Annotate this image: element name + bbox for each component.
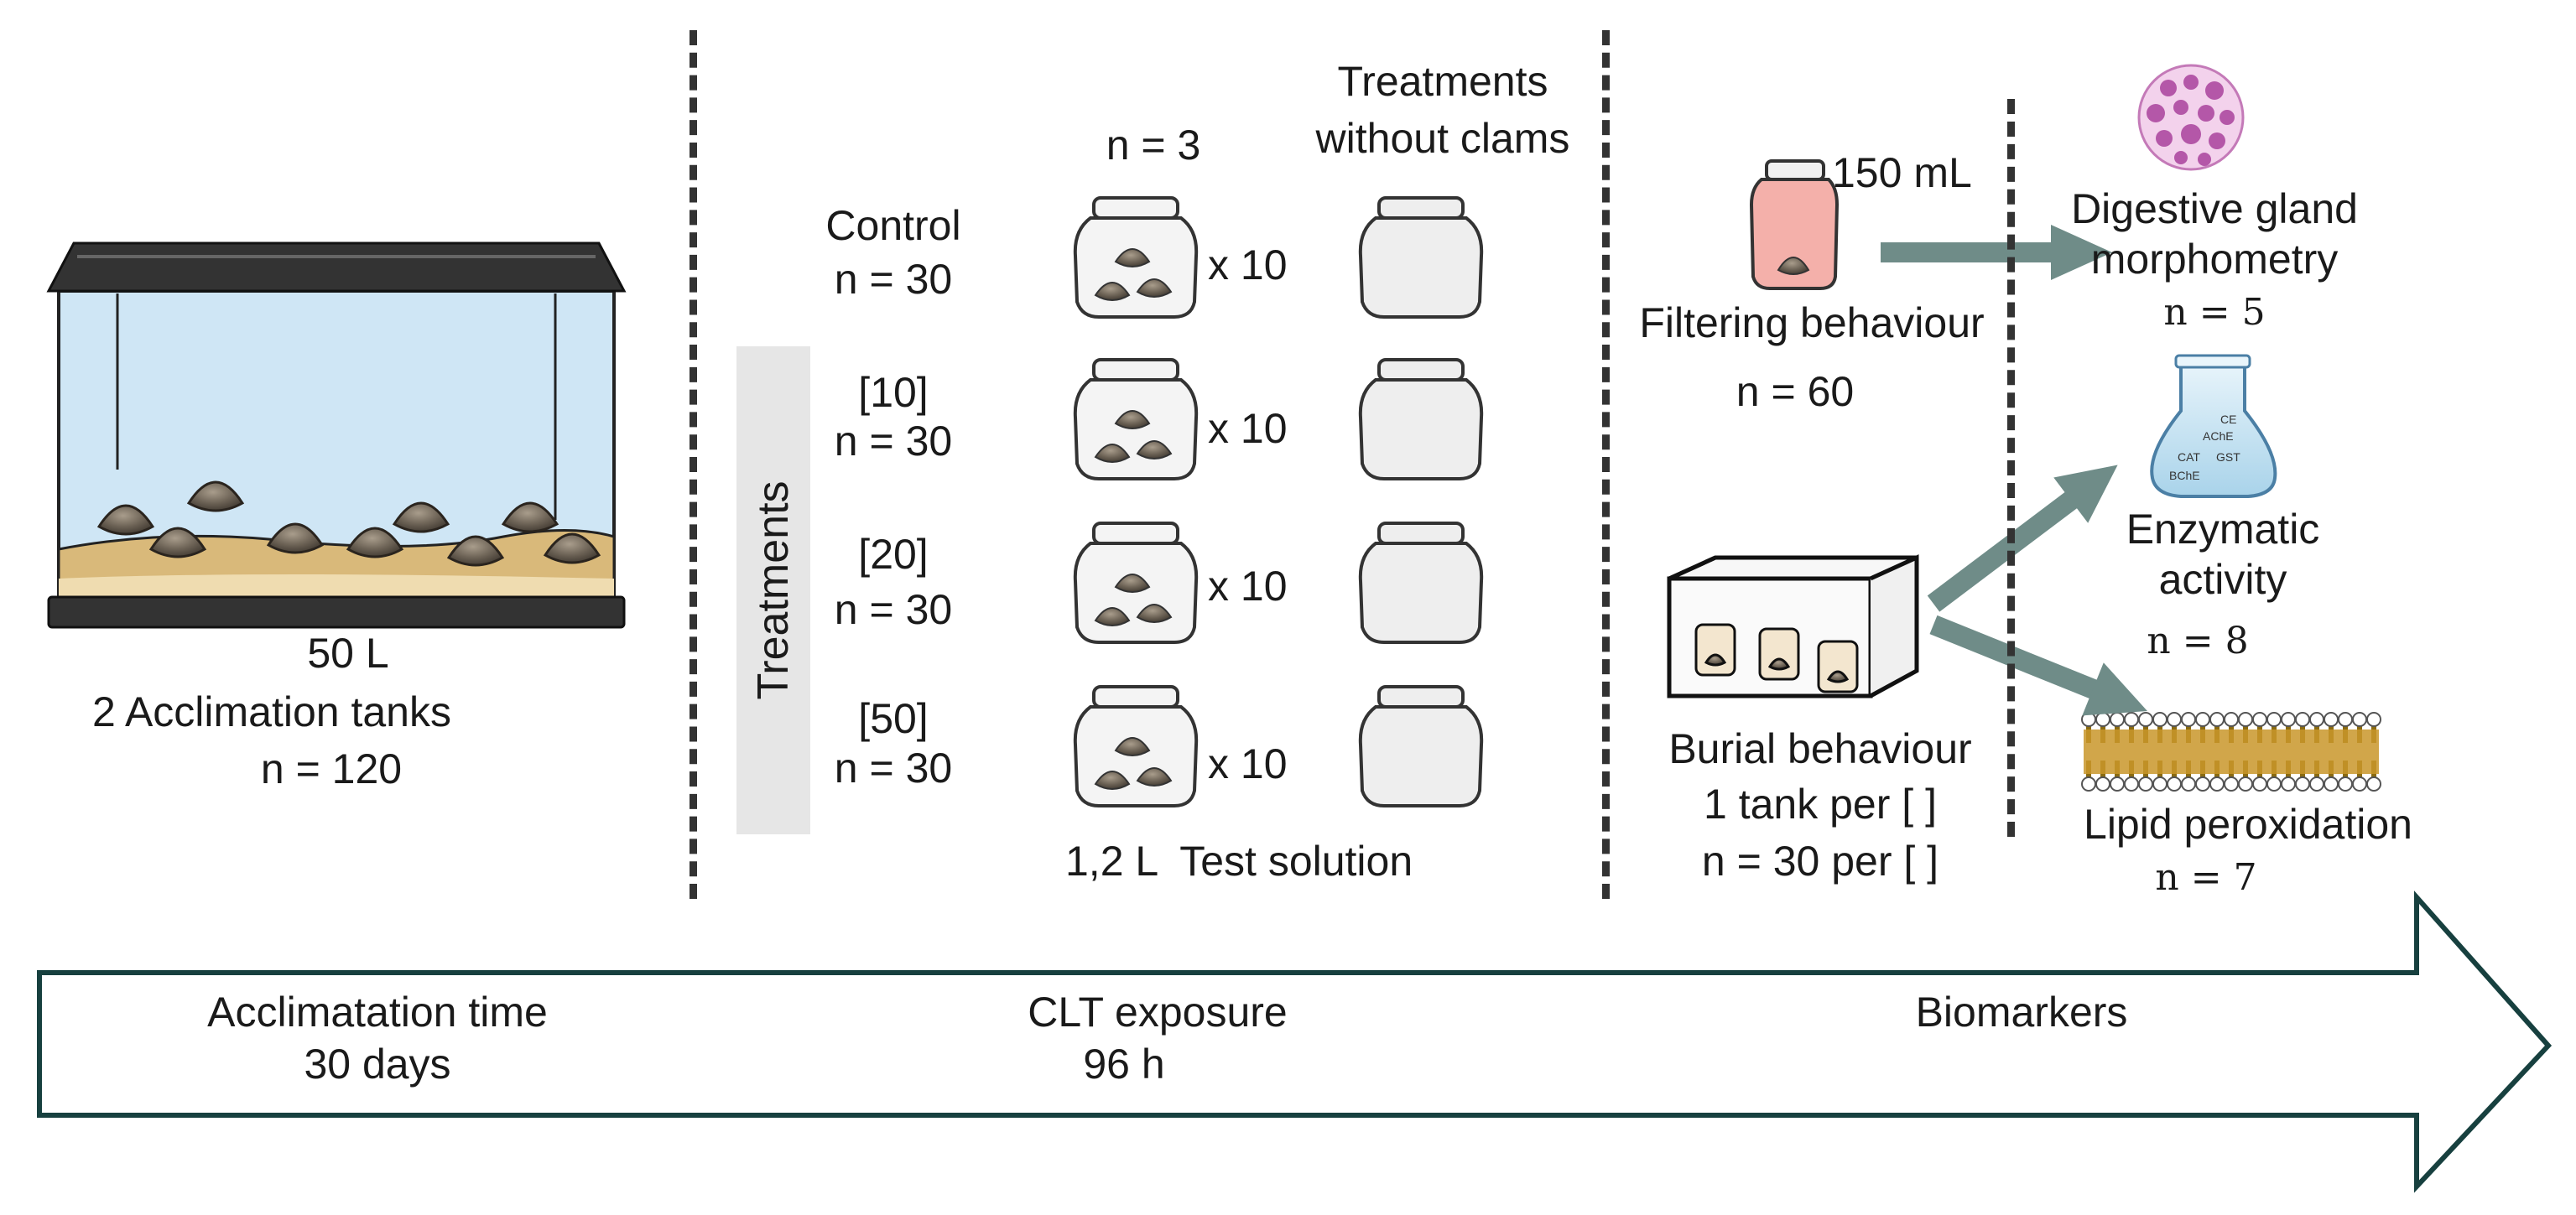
enzyme-label-4: GST	[2216, 450, 2240, 464]
row-n-control: n = 30	[834, 256, 953, 303]
burial-n: n = 30 per [ ]	[1701, 838, 1939, 885]
phase-exposure-1: CLT exposure	[1028, 989, 1288, 1036]
filtering-label: Filtering behaviour	[1639, 299, 1985, 346]
digestive-label-2: morphometry	[2090, 236, 2339, 283]
row-n-20: n = 30	[834, 586, 953, 633]
jars-with-clams	[1073, 196, 1199, 807]
digestive-gland-histology-icon	[2137, 64, 2245, 171]
enzyme-flask-icon: CE AChE CAT GST BChE	[2150, 354, 2277, 498]
enzyme-label-5: BChE	[2169, 469, 2200, 482]
enzymatic-label-1: Enzymatic	[2126, 506, 2320, 553]
divider-2	[1602, 30, 1610, 899]
row-label-control: Control	[825, 202, 961, 249]
row-label-20: [20]	[858, 531, 929, 578]
acclimation-n: n = 120	[260, 745, 403, 792]
digestive-label-1: Digestive gland	[2071, 185, 2358, 232]
enzymatic-label-2: activity	[2158, 556, 2287, 603]
row-label-50: [50]	[858, 695, 929, 742]
lipid-label: Lipid peroxidation	[2084, 801, 2412, 848]
phase-acclimation-2: 30 days	[304, 1041, 451, 1088]
beaker-volume: 150 mL	[1832, 149, 1972, 196]
burial-label-1: Burial behaviour	[1668, 725, 1972, 772]
filtering-n: n = 60	[1736, 368, 1855, 415]
enzyme-label-3: CAT	[2178, 450, 2200, 464]
lipid-membrane-icon	[2081, 712, 2381, 792]
phase-biomarkers: Biomarkers	[1915, 989, 2128, 1036]
arrow-to-digestive	[1881, 225, 2112, 280]
acclimation-tanks: 2 Acclimation tanks	[92, 688, 451, 735]
phase-acclimation-1: Acclimatation time	[207, 989, 548, 1036]
test-solution-label: 1,2 L Test solution	[1065, 838, 1413, 885]
jar-n-header: n = 3	[1106, 122, 1201, 169]
treatments-bar	[736, 346, 810, 834]
arrow-to-enzymatic	[1927, 465, 2118, 612]
multiplier-20: x 10	[1208, 563, 1288, 610]
burial-tank-icon	[1667, 554, 1919, 698]
without-clams-header-2: without clams	[1315, 115, 1570, 162]
without-clams-header-1: Treatments	[1337, 58, 1548, 105]
row-label-10: [10]	[858, 369, 929, 416]
acclimation-volume: 50 L	[307, 630, 389, 677]
enzyme-label-2: AChE	[2203, 429, 2234, 443]
tank-clams	[96, 480, 601, 567]
multiplier-control: x 10	[1208, 241, 1288, 288]
empty-jars	[1358, 196, 1484, 807]
arrow-to-lipid	[1929, 615, 2147, 716]
filtering-beaker-icon	[1749, 159, 1840, 290]
row-n-50: n = 30	[834, 745, 953, 792]
flow-arrows	[1881, 225, 2147, 716]
divider-3	[2007, 99, 2015, 837]
treatments-label: Treatments	[749, 480, 798, 700]
enzyme-label-1: CE	[2220, 413, 2236, 426]
row-n-10: n = 30	[834, 418, 953, 465]
multiplier-50: x 10	[1208, 740, 1288, 787]
acclimation-tank-icon	[46, 241, 627, 629]
divider-1	[690, 30, 697, 899]
lipid-n: n = 7	[2155, 856, 2257, 899]
timeline-arrow	[37, 890, 2553, 1193]
phase-exposure-2: 96 h	[1083, 1041, 1165, 1088]
digestive-n: n = 5	[2163, 291, 2266, 334]
burial-label-2: 1 tank per [ ]	[1704, 781, 1937, 828]
multiplier-10: x 10	[1208, 405, 1288, 452]
enzymatic-n: n = 8	[2147, 620, 2249, 662]
